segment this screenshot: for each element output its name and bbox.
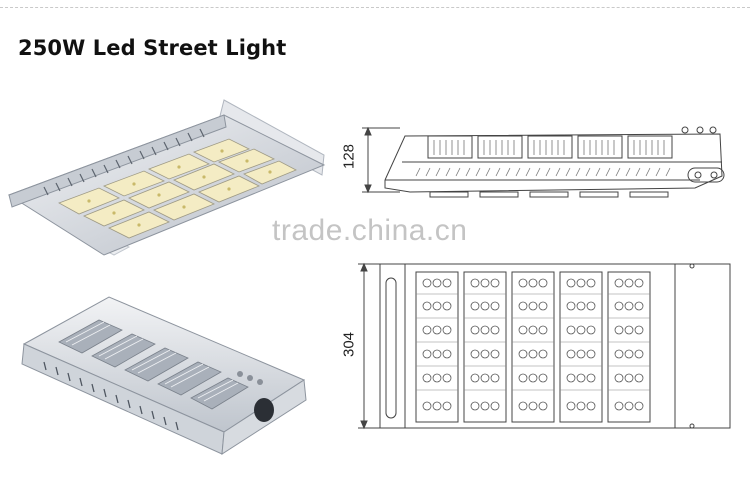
plan-width-dimension: 304: [340, 331, 358, 358]
product-photo-led-side: [7, 99, 326, 256]
product-photo-heatsink-top: [21, 296, 307, 455]
drawing-plan-view: [358, 262, 731, 430]
top-dashed-divider: [0, 7, 750, 8]
watermark-text: trade.china.cn: [272, 214, 468, 247]
page-title: 250W Led Street Light: [18, 36, 287, 60]
side-height-dimension: 128: [340, 143, 358, 170]
drawing-side-elevation: [362, 126, 725, 198]
